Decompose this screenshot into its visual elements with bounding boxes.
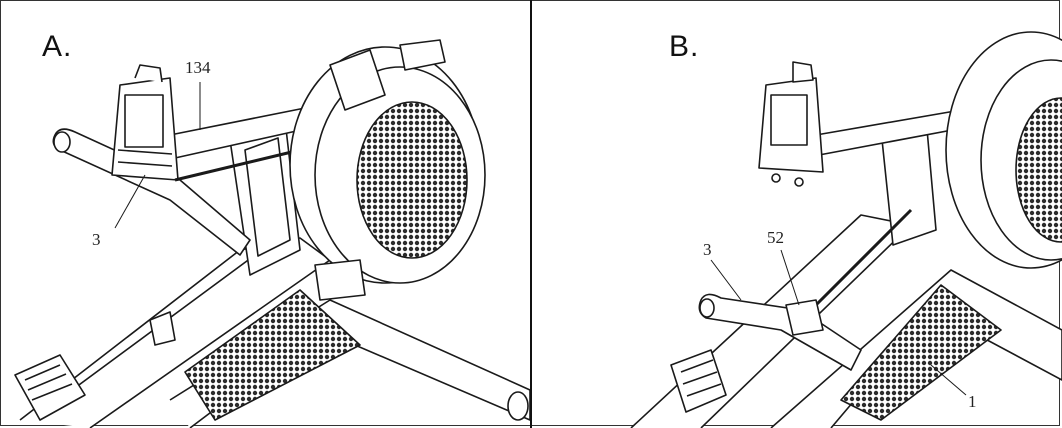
foot-pedal <box>14 354 86 421</box>
panel-divider <box>530 0 532 428</box>
lower-grille <box>840 284 1002 421</box>
lower-grille <box>184 289 361 421</box>
panel-a-letter: A. <box>42 30 73 63</box>
foot-pedal <box>670 349 727 413</box>
main-rail <box>19 237 331 428</box>
callout-3-a: 3 <box>92 230 101 249</box>
panel-b-letter: B. <box>669 30 700 63</box>
panel-a-drawing <box>14 39 531 428</box>
leader-3a <box>114 174 146 229</box>
flywheel-grille <box>356 101 468 259</box>
leader-52 <box>780 249 800 306</box>
handle-connector <box>785 299 824 336</box>
wheel <box>507 391 529 421</box>
leader-1 <box>930 364 967 396</box>
panel-b-drawing <box>630 31 1062 428</box>
callout-1: 1 <box>968 392 977 411</box>
callout-134: 134 <box>185 58 211 77</box>
callout-52: 52 <box>767 228 784 247</box>
leader-3-b <box>710 259 742 301</box>
panel-b: B. 3 52 1 <box>531 0 1062 428</box>
callout-3-b: 3 <box>703 240 712 259</box>
flywheel-grille <box>1015 97 1062 243</box>
panel-a: A. 134 3 <box>14 30 531 428</box>
